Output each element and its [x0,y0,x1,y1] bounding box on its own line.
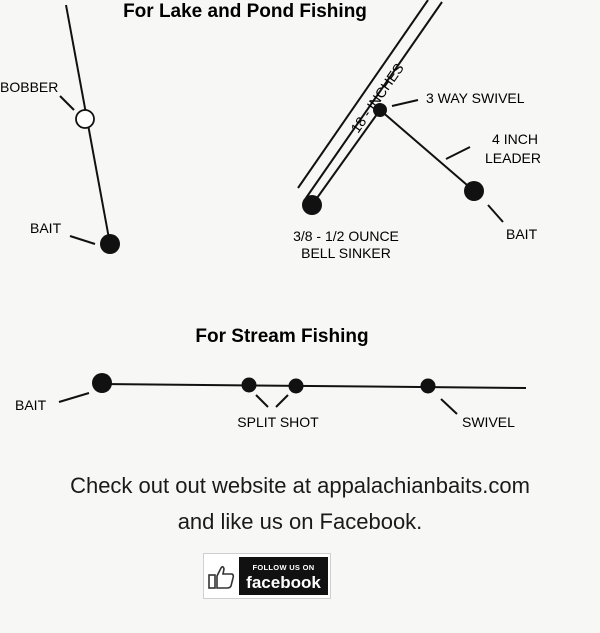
split-shot-icon [241,377,257,393]
stream-bait-pointer [58,392,90,403]
bell-sinker-icon [302,195,322,215]
split-shot-label: SPLIT SHOT [237,414,319,430]
stream-bait-icon [92,373,112,393]
bobber-icon [75,109,95,129]
main-line-a [305,1,443,199]
three-way-swivel-label: 3 WAY SWIVEL [426,90,525,106]
bait-right-pointer [487,204,504,223]
lake-section-title: For Lake and Pond Fishing [123,1,367,22]
main-line-b [297,0,429,189]
stream-bait-label: BAIT [15,397,47,413]
sinker-label-line2: BELL SINKER [301,245,391,261]
leader-pointer [445,146,471,160]
follow-us-text: FOLLOW US ON [252,563,315,572]
sinker-label-line1: 3/8 - 1/2 OUNCE [293,228,399,244]
bait-left-pointer [69,235,96,245]
bait-left-icon [100,234,120,254]
stream-swivel-label: SWIVEL [462,414,515,430]
bait-left-label: BAIT [30,220,62,236]
split-shot-pointer [275,394,289,408]
thumbs-up-icon [208,565,235,589]
promo-line-1: Check out out website at appalachianbait… [70,473,530,498]
bobber-pointer [59,95,75,111]
facebook-follow-badge[interactable]: FOLLOW US ON facebook [203,553,331,599]
promo-line-2: and like us on Facebook. [177,509,423,534]
split-shot-pointer [255,394,269,408]
facebook-badge-panel: FOLLOW US ON facebook [239,557,328,595]
leader-line [379,109,475,192]
bait-right-label: BAIT [506,226,538,242]
leader-label-line1: 4 INCH [492,131,538,147]
bait-right-icon [464,181,484,201]
stream-swivel-icon [420,378,436,394]
sinker-line [311,109,381,206]
swivel-pointer [391,99,419,107]
bobber-label: BOBBER [0,79,58,95]
stream-swivel-pointer [440,398,458,415]
leader-label-line2: LEADER [485,150,541,166]
stream-section-title: For Stream Fishing [195,326,368,347]
stream-rig-line [99,383,527,389]
facebook-wordmark: facebook [246,573,321,592]
split-shot-icon [288,378,304,394]
